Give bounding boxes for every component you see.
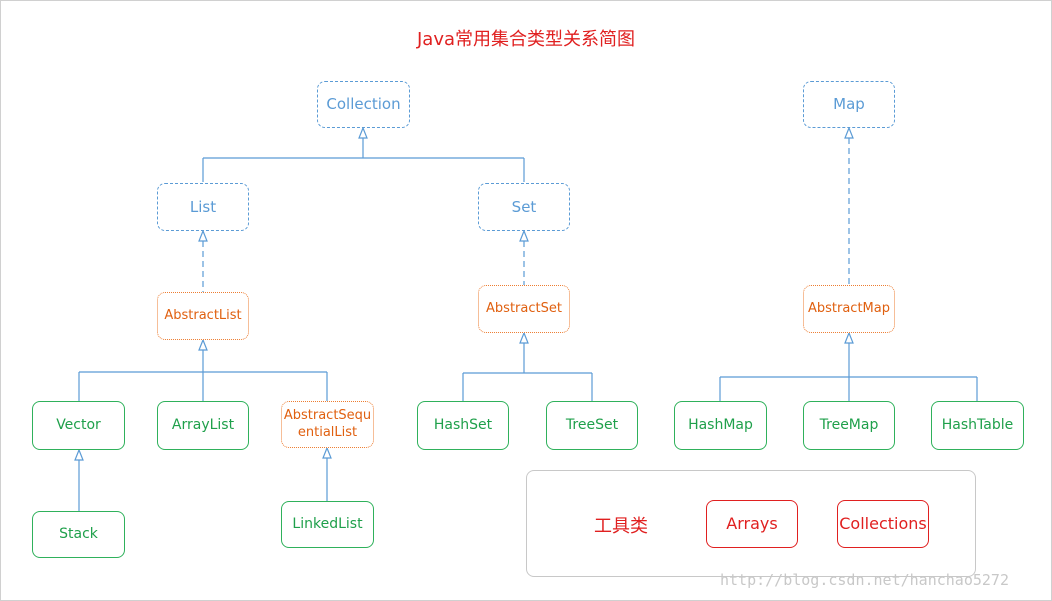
vector-node: Vector: [32, 401, 125, 450]
utilities-panel: [526, 470, 976, 577]
hash-map-node: HashMap: [674, 401, 767, 450]
watermark-url: http://blog.csdn.net/hanchao5272: [720, 571, 1009, 589]
abstract-sequential-list-label-line2: entialList: [297, 424, 358, 440]
linked-list-node: LinkedList: [281, 501, 374, 548]
diagram-title: Java常用集合类型关系简图: [416, 29, 636, 50]
utilities-label: 工具类: [594, 516, 648, 537]
tree-map-node: TreeMap: [803, 401, 895, 450]
collections-node: Collections: [837, 500, 929, 548]
abstract-sequential-list-label-line1: AbstractSequ: [283, 408, 372, 424]
tree-set-node: TreeSet: [546, 401, 638, 450]
arrays-node: Arrays: [706, 500, 798, 548]
hash-table-node: HashTable: [931, 401, 1024, 450]
map-node: Map: [803, 81, 895, 128]
abstract-sequential-list-node: AbstractSequ entialList: [281, 401, 374, 448]
stack-node: Stack: [32, 511, 125, 558]
collection-node: Collection: [317, 81, 410, 128]
hash-set-node: HashSet: [417, 401, 509, 450]
list-node: List: [157, 183, 249, 231]
abstract-list-node: AbstractList: [157, 292, 249, 340]
abstract-map-node: AbstractMap: [803, 285, 895, 333]
array-list-node: ArrayList: [157, 401, 249, 450]
set-node: Set: [478, 183, 570, 231]
abstract-set-node: AbstractSet: [478, 285, 570, 333]
